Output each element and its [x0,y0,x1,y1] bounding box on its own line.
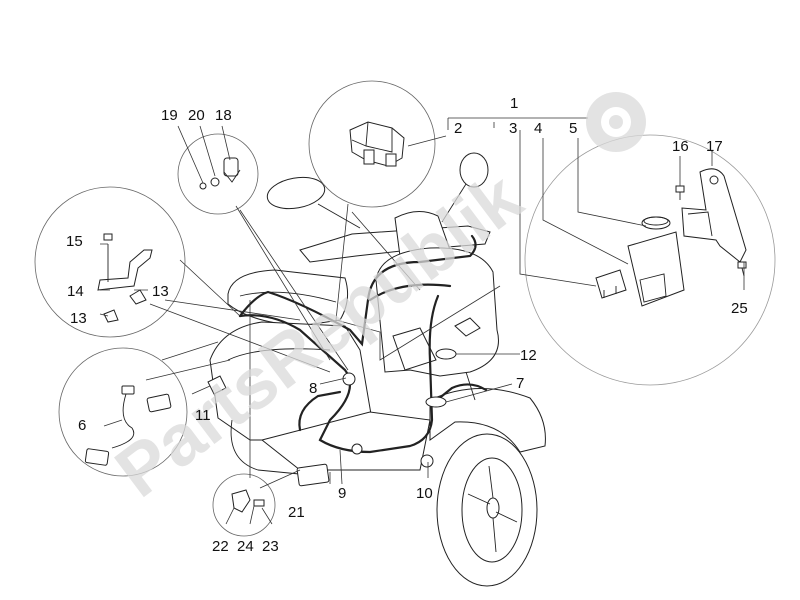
screw-16 [675,185,685,200]
label-part-18: 18 [215,107,232,124]
detail-circle-large [524,134,776,386]
label-part-24: 24 [237,538,254,555]
bracket-plate-part [681,168,747,263]
fastener-detail-19-20-18 [177,133,259,215]
wiring-harness [238,234,488,487]
label-part-12: 12 [520,347,537,364]
label-part-22: 22 [212,538,229,555]
fuse-part [595,269,627,299]
grommet-12 [435,348,457,360]
label-part-11: 11 [195,407,211,424]
label-part-23: 23 [262,538,279,555]
clip-11 [207,375,227,395]
part-labels: 1 2 3 4 5 6 7 8 9 10 11 12 13 13 14 15 1… [66,95,748,555]
label-part-10: 10 [416,485,433,502]
label-part-16: 16 [672,138,689,155]
label-part-14: 14 [67,283,84,300]
clamp-detail [212,473,276,537]
label-part-6: 6 [78,417,86,434]
label-part-25: 25 [731,300,748,317]
label-part-13b: 13 [70,310,87,327]
clamp-ring-part [641,216,671,230]
leader-lines [99,117,745,525]
relay-detail [308,80,436,208]
label-part-8: 8 [309,380,317,397]
label-part-13a: 13 [152,283,169,300]
bracket-detail [34,186,186,338]
control-unit-part [627,231,685,307]
scooter-outline [209,152,546,587]
label-part-20: 20 [188,107,205,124]
label-part-3: 3 [509,120,517,137]
label-part-9: 9 [338,485,346,502]
label-part-17: 17 [706,138,723,155]
grommet-7 [425,396,447,408]
label-part-7: 7 [516,375,524,392]
label-part-1: 1 [510,95,518,112]
label-part-4: 4 [534,120,542,137]
label-part-15: 15 [66,233,83,250]
screw-25 [737,261,747,277]
gear-icon [586,92,646,152]
label-part-19: 19 [161,107,178,124]
label-part-2: 2 [454,120,462,137]
label-part-21: 21 [288,504,305,521]
sensor-detail [58,347,188,477]
label-part-5: 5 [569,120,577,137]
